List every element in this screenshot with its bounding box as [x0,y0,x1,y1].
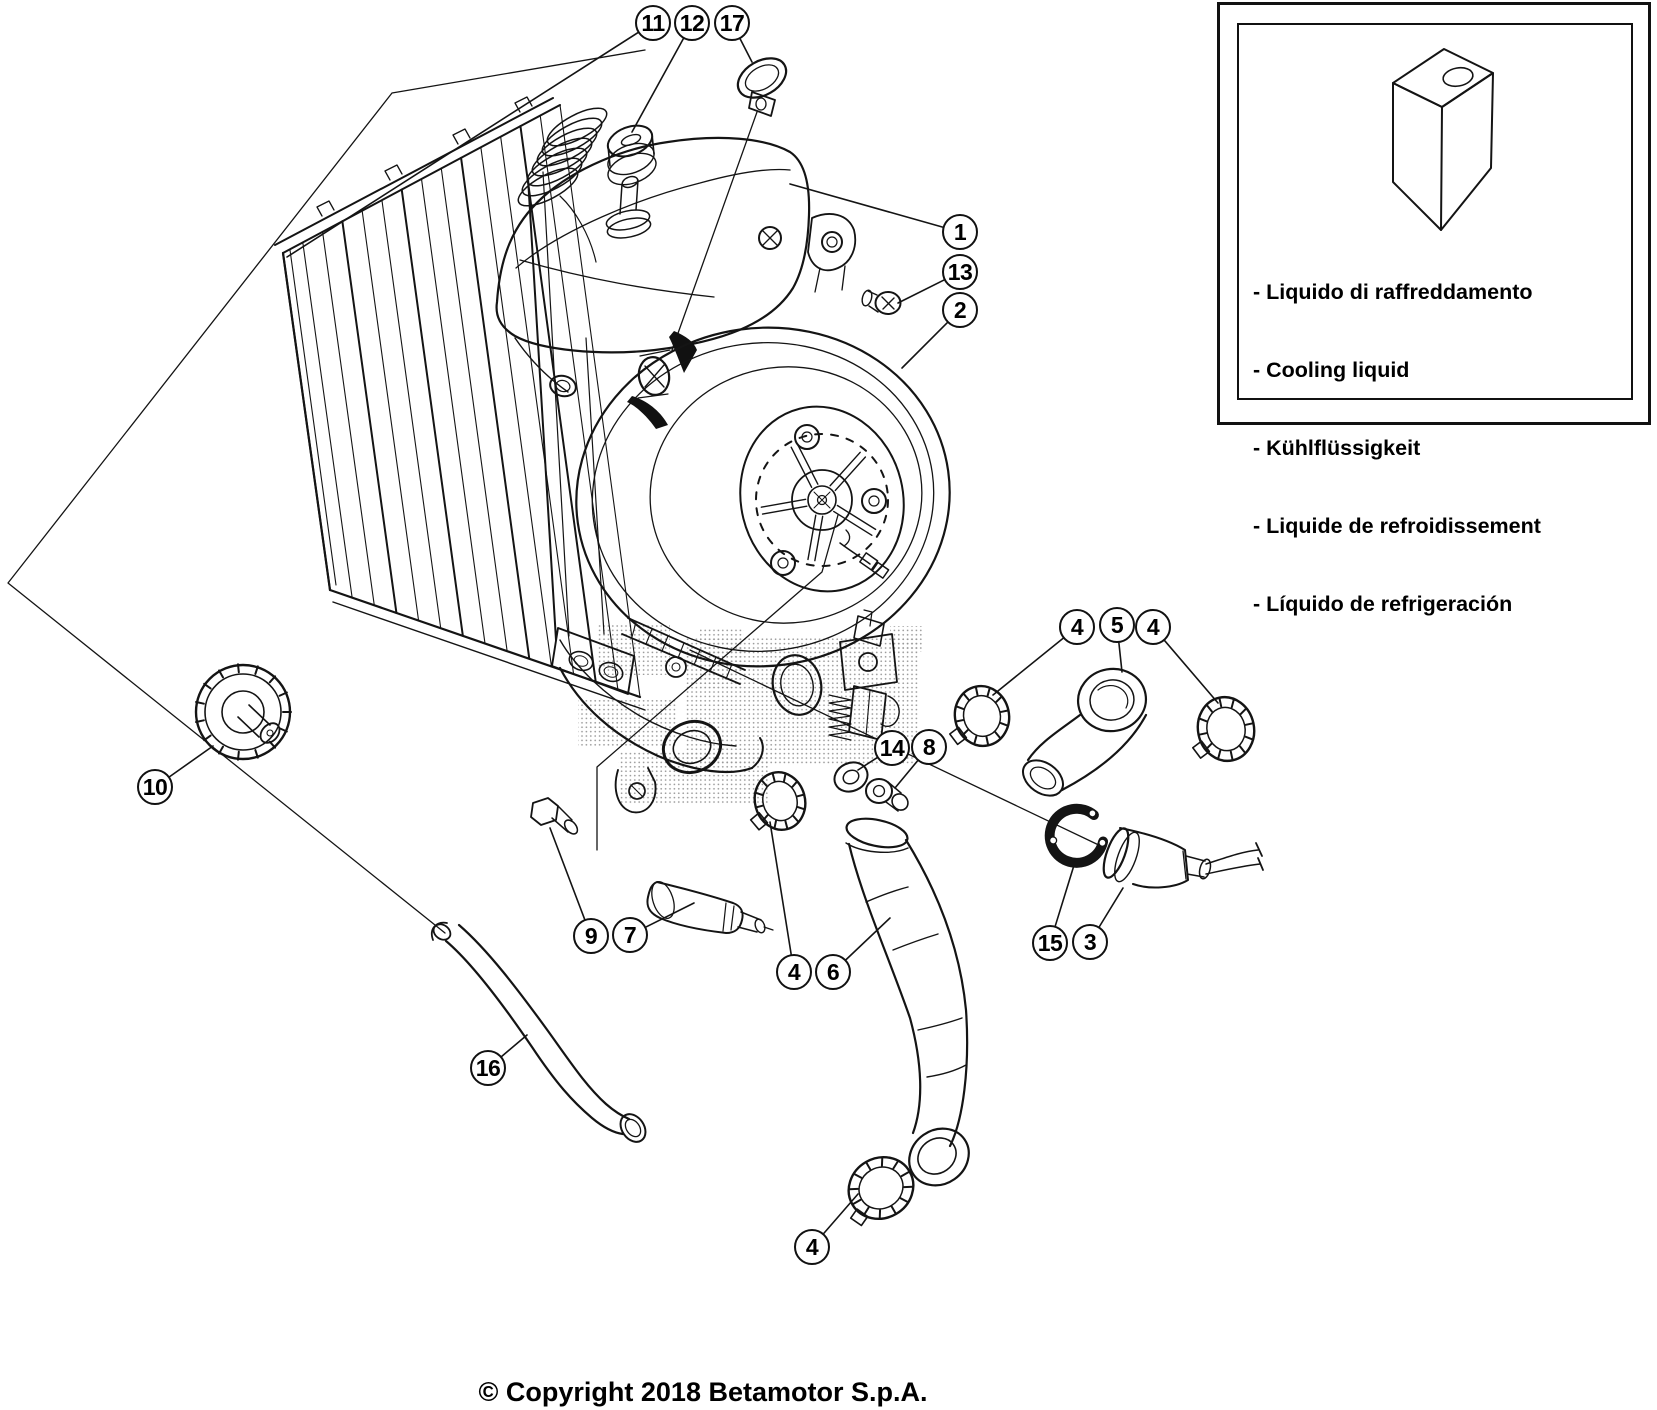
callout-balloon-4[interactable]: 4 [776,954,812,990]
callout-balloon-2[interactable]: 2 [942,292,978,328]
callout-balloon-11[interactable]: 11 [635,5,671,41]
screw-13 [861,289,902,315]
radiator-frame [527,171,823,814]
legend-line-spanish: - Líquido de refrigeración [1253,592,1513,616]
copyright-notice: © Copyright 2018 Betamotor S.p.A. [478,1377,928,1407]
overflow-nipple [605,175,652,239]
radiator-core [274,96,646,711]
coolant-canister [1392,48,1494,231]
legend-line-italian: - Liquido di raffreddamento [1253,280,1533,304]
callout-balloon-9[interactable]: 9 [573,918,609,954]
callout-balloon-4[interactable]: 4 [1059,609,1095,645]
callout-leader-lines [168,31,1219,1235]
e-clip-15 [1044,803,1109,868]
hose-clamp-17 [736,57,788,117]
construction-lines [7,49,1106,934]
fan [739,405,905,593]
callout-balloon-5[interactable]: 5 [1099,607,1135,643]
elbow-hose-5 [1022,667,1148,797]
radiator-hose-6 [845,817,970,1187]
callout-balloon-10[interactable]: 10 [137,769,173,805]
washer-14 [833,761,869,793]
coolant-legend-inner-frame [1237,23,1633,400]
bleed-fitting-9 [530,797,579,835]
legend-line-english: - Cooling liquid [1253,358,1410,382]
radiator-cap [194,663,292,761]
halftone-watermark [578,625,922,804]
callout-balloon-6[interactable]: 6 [815,954,851,990]
callout-balloon-4[interactable]: 4 [1135,609,1171,645]
callout-balloon-12[interactable]: 12 [674,5,710,41]
coolant-legend-text: - Liquido di raffreddamento - Cooling li… [1253,227,1541,669]
callout-balloon-13[interactable]: 13 [942,254,978,290]
callout-balloon-16[interactable]: 16 [470,1050,506,1086]
callout-balloon-4[interactable]: 4 [794,1229,830,1265]
temp-sensor-7 [646,881,774,934]
legend-line-german: - Kühlflüssigkeit [1253,436,1421,460]
callout-balloon-17[interactable]: 17 [714,5,750,41]
thermo-switch-3 [1102,827,1264,889]
filler-cap [606,124,657,186]
callout-balloon-1[interactable]: 1 [942,214,978,250]
overflow-hose-16 [431,921,647,1143]
coolant-legend-box: - Liquido di raffreddamento - Cooling li… [1217,2,1651,616]
callout-balloon-14[interactable]: 14 [874,730,910,766]
bolt-8 [865,778,909,812]
expansion-tank [495,136,811,429]
callout-balloon-7[interactable]: 7 [612,917,648,953]
callout-balloon-15[interactable]: 15 [1032,925,1068,961]
fan-shroud [575,213,951,668]
legend-line-french: - Liquide de refroidissement [1253,514,1541,538]
callout-balloon-3[interactable]: 3 [1072,924,1108,960]
filler-neck-spring [517,107,608,207]
hose-clamps-4 [749,684,1256,1227]
callout-balloon-8[interactable]: 8 [911,729,947,765]
